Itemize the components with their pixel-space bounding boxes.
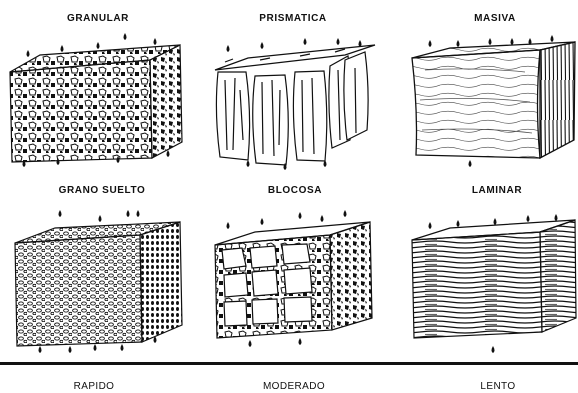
prismatica-block [215,45,375,165]
drainage-moderado: MODERADO [214,381,374,392]
blocosa-block [215,222,372,338]
laminar-block [412,220,576,338]
drainage-rapido: RAPIDO [14,381,174,392]
masiva-block [412,42,575,158]
divider-line [0,362,578,365]
grano-suelto-block [15,222,182,346]
drainage-lento: LENTO [418,381,578,392]
granular-block [10,45,182,162]
